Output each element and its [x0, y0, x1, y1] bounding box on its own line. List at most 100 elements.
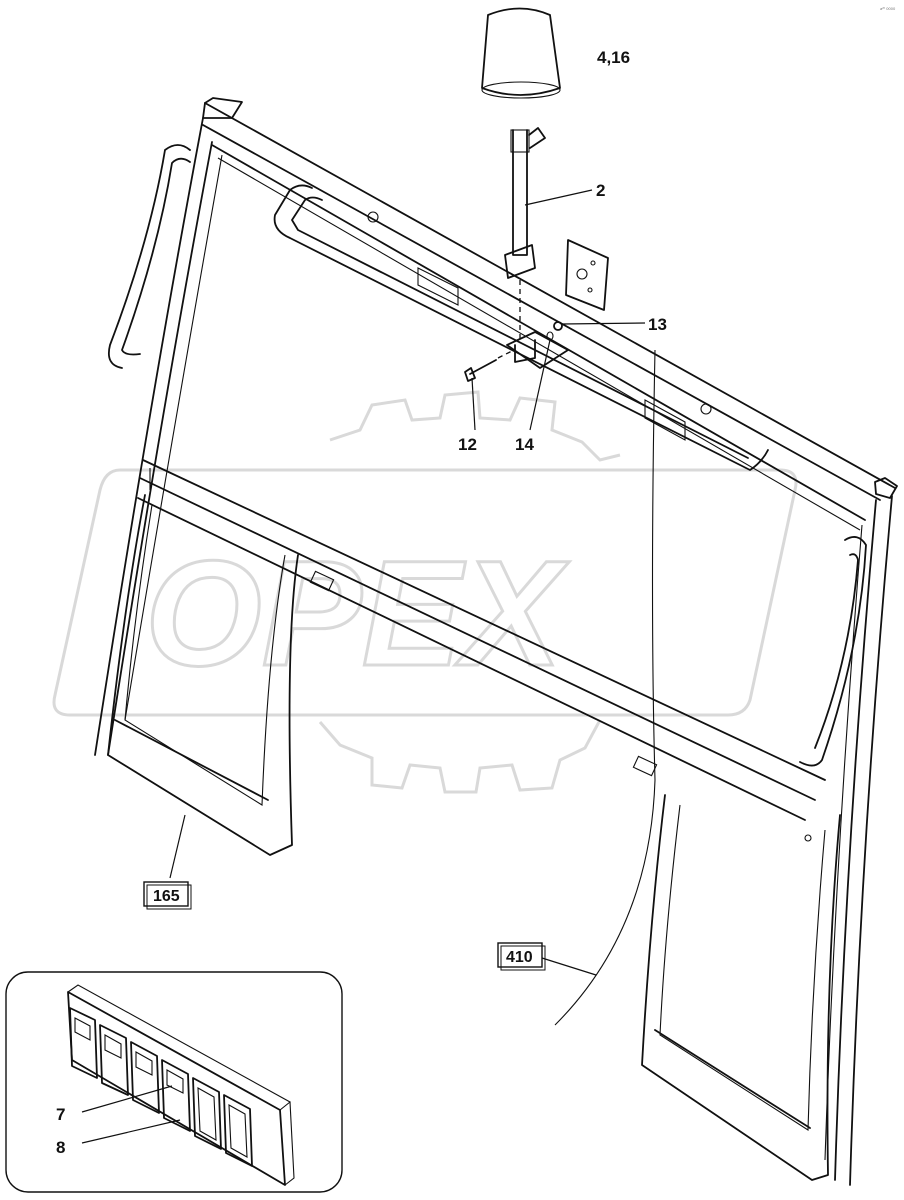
- left-corner-cap: [202, 97, 243, 119]
- rocker-switch-2-window: [104, 1034, 122, 1059]
- watermark-text: OPEX: [145, 529, 570, 697]
- rocker-switch-1-window: [74, 1017, 91, 1041]
- mounting-plate-pin-top: [590, 260, 596, 266]
- rocker-switch-4-window: [166, 1069, 184, 1094]
- ref-box-410-shadow: [500, 945, 546, 971]
- rocker-switch-5: [192, 1077, 222, 1150]
- bolt: [469, 359, 497, 375]
- leader-7: [81, 1085, 173, 1113]
- inset-frame: [5, 971, 343, 1193]
- top-handrail-inner: [291, 196, 749, 459]
- bolt-alignment-dash: [497, 350, 513, 359]
- top-beam-outer: [204, 102, 896, 489]
- ref-box-410-label: 410: [506, 949, 533, 966]
- right-handrail-inner: [814, 553, 859, 749]
- leader-165: [169, 814, 186, 879]
- callout-2: 2: [596, 181, 605, 200]
- right-post-inner: [834, 499, 877, 1181]
- leader-13: [561, 322, 646, 325]
- leader-12: [471, 377, 476, 431]
- right-lower-panel: [641, 794, 841, 1181]
- rocker-switch-4: [161, 1059, 191, 1132]
- beam-lamp-right: [644, 399, 686, 441]
- mid-beam-top: [142, 459, 826, 781]
- right-handrail-outer: [799, 536, 867, 767]
- watermark: OPEX: [52, 390, 798, 794]
- mounting-plate: [565, 239, 609, 311]
- ref-box-165-label: 165: [153, 888, 180, 905]
- left-lower-panel-inner: [124, 504, 286, 806]
- mid-beam-slot-left: [309, 570, 335, 592]
- top-beam-window-edge: [217, 157, 861, 531]
- rocker-switch-3: [130, 1041, 160, 1114]
- beacon-assembly: [464, 7, 569, 382]
- handrails: [107, 144, 867, 767]
- right-kick-plate: [654, 1029, 811, 1129]
- left-kick-plate: [114, 719, 269, 801]
- rocker-switch-1: [69, 1007, 98, 1079]
- rocker-switch-2: [99, 1024, 129, 1096]
- bolt-head: [464, 367, 476, 382]
- left-lower-panel: [107, 494, 299, 856]
- lower-bracket: [506, 331, 569, 369]
- right-post-window: [824, 524, 863, 1161]
- leader-lines: [81, 189, 646, 1144]
- beacon-mast-elbow: [528, 127, 546, 149]
- mid-beam-mid: [139, 477, 816, 801]
- leader-2: [524, 189, 593, 206]
- beacon-lamp: [481, 7, 561, 96]
- mounting-plate-pin-bottom: [587, 287, 593, 293]
- corner-mark: a²⁰ 0000: [880, 6, 896, 11]
- left-post-outer: [94, 117, 204, 756]
- beam-lamp-left: [417, 267, 459, 306]
- left-handrail-outer: [107, 144, 191, 369]
- beacon-mast-top: [510, 129, 530, 153]
- right-kick-plate-lower: [641, 1064, 813, 1181]
- callout-13: 13: [648, 315, 667, 334]
- nut: [553, 321, 563, 331]
- leader-14: [529, 339, 551, 431]
- right-post-outer: [849, 495, 893, 1186]
- mast-bracket: [504, 244, 536, 279]
- top-handrail-outer: [273, 184, 769, 471]
- leader-410: [541, 957, 597, 976]
- watermark-badge: [52, 468, 798, 717]
- cab-frame: [94, 97, 898, 1186]
- top-beam-inner: [202, 124, 881, 501]
- switch-panel-side-edge: [284, 1101, 295, 1186]
- top-beam-lower-edge: [211, 144, 866, 521]
- mid-beam-slot-right: [632, 755, 658, 777]
- beam-hole-right: [700, 403, 712, 415]
- callout-4-16: 4,16: [597, 48, 630, 67]
- callout-8: 8: [56, 1138, 65, 1157]
- mid-beam-bolt: [804, 834, 812, 842]
- callout-14: 14: [515, 435, 534, 454]
- rocker-switch-5-inner: [197, 1087, 217, 1141]
- callout-7: 7: [56, 1105, 65, 1124]
- ref-box-165-frame: [143, 881, 189, 907]
- mid-beam-bottom: [137, 497, 806, 821]
- beam-details: [367, 211, 712, 441]
- callout-12: 12: [458, 435, 477, 454]
- harness-cable: [554, 349, 656, 1026]
- left-handrail-inner: [121, 157, 191, 356]
- switch-panel-inset: 7 8: [5, 971, 343, 1193]
- beacon-lamp-base: [481, 81, 561, 99]
- left-post-inner: [107, 141, 213, 756]
- ref-box-410: 410: [497, 942, 546, 971]
- switch-panel-top-edge: [67, 984, 291, 1111]
- left-kick-plate-lower: [107, 754, 271, 856]
- right-corner-cap: [874, 477, 898, 499]
- watermark-gear-outline: [318, 390, 621, 794]
- left-post-window: [124, 154, 223, 721]
- ref-box-410-frame: [497, 942, 543, 968]
- ref-box-165-shadow: [146, 884, 192, 910]
- rocker-switch-3-window: [135, 1051, 153, 1076]
- leader-8: [81, 1119, 181, 1144]
- rocker-switches: [69, 1007, 253, 1167]
- ref-box-165: 165: [143, 881, 192, 910]
- mounting-plate-hole: [576, 268, 588, 280]
- rocker-switch-6-inner: [228, 1104, 248, 1158]
- beacon-mast: [512, 129, 528, 256]
